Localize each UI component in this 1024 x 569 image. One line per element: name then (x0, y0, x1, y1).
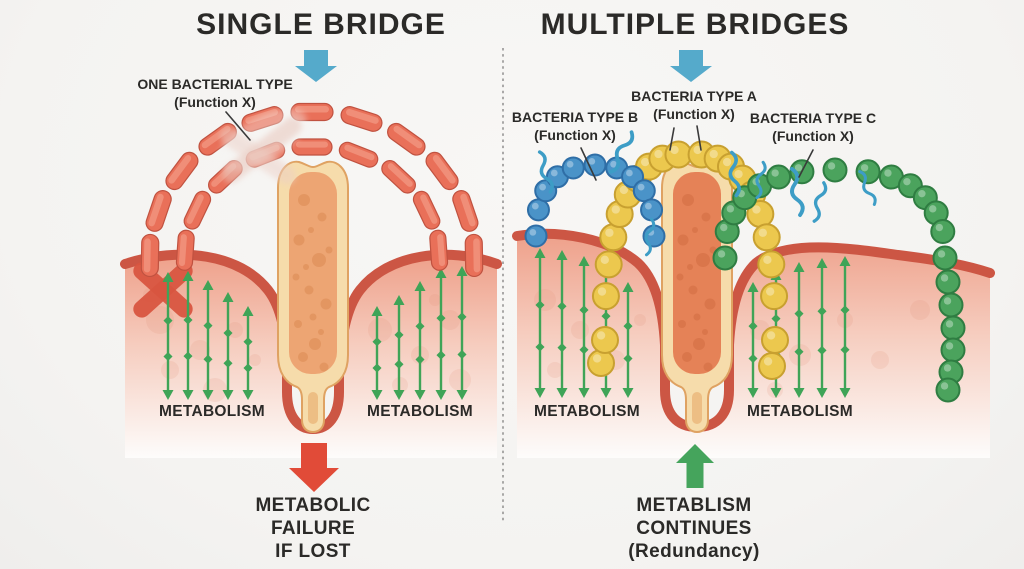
metabolism-label-right-2: METABOLISM (746, 403, 854, 420)
villus-right (661, 160, 733, 434)
bridge-loss-smudge (217, 108, 307, 185)
single-bridge-label-line2: (Function X) (174, 94, 256, 110)
right-outcome-line3: (Redundancy) (628, 541, 760, 562)
left-outcome-line2: FAILURE (270, 518, 356, 539)
villus-left (277, 160, 349, 434)
bead-chain-blue-type-b (524, 153, 666, 248)
bacteria-type-b-label: BACTERIA TYPE B (Function X) (512, 108, 638, 144)
right-outcome-line2: CONTINUES (636, 518, 752, 539)
bacteria-type-b-line2: (Function X) (534, 127, 616, 143)
bacteria-type-b-line1: BACTERIA TYPE B (511, 109, 639, 125)
red-down-arrow-icon (289, 443, 339, 492)
single-bridge-label-line1: ONE BACTERIAL TYPE (137, 76, 293, 92)
bacteria-type-a-label: BACTERIA TYPE A (Function X) (631, 87, 757, 123)
blue-down-arrow-icon-right (670, 50, 712, 82)
bacteria-type-c-label: BACTERIA TYPE C (Function X) (750, 109, 876, 145)
right-outcome-line1: METABLISM (636, 495, 752, 516)
metabolism-label-left-2: METABOLISM (533, 403, 641, 420)
left-outcome-line3: IF LOST (275, 541, 351, 562)
metabolism-arrows-left-panel (162, 266, 468, 400)
left-panel-title: SINGLE BRIDGE (196, 8, 446, 41)
blue-down-arrow-icon-left (295, 50, 337, 82)
label-leader-lines (225, 111, 814, 181)
bacteria-type-c-line2: (Function X) (772, 128, 854, 144)
left-outcome-text: METABOLIC FAILURE IF LOST (255, 494, 370, 563)
left-outcome-line1: METABOLIC (255, 495, 371, 516)
right-panel-title: MULTIPLE BRIDGES (540, 8, 850, 41)
bacteria-type-a-line1: BACTERIA TYPE A (631, 88, 757, 104)
metabolism-label-left: METABOLISM (158, 403, 266, 420)
flagella-squiggles (537, 130, 877, 257)
bacteria-type-c-line1: BACTERIA TYPE C (749, 110, 877, 126)
green-up-arrow-icon (676, 444, 714, 488)
metabolism-label-right: METABOLISM (366, 403, 474, 420)
bacteria-type-a-line2: (Function X) (653, 106, 735, 122)
single-bridge-label: ONE BACTERIAL TYPE (Function X) (137, 75, 292, 111)
right-outcome-text: METABLISM CONTINUES (Redundancy) (628, 494, 759, 563)
bead-chain-green-type-c (712, 157, 966, 403)
